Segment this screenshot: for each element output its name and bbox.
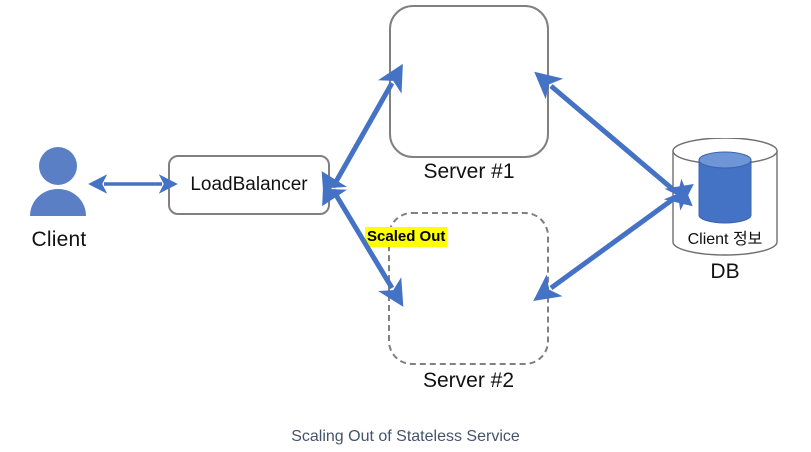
server1-label: Server #1 <box>423 160 515 183</box>
edge-loadbalancer-to-server1 <box>322 63 403 207</box>
diagram-caption: Scaling Out of Stateless Service <box>291 428 520 445</box>
server1-node[interactable] <box>389 5 549 158</box>
edge-server2-to-db <box>533 184 694 301</box>
loadbalancer-label: LoadBalancer <box>190 174 308 195</box>
scaled-out-badge: Scaled Out <box>365 227 448 247</box>
person-icon <box>28 146 88 218</box>
db-inner-label: Client 정보 <box>687 231 763 248</box>
loadbalancer-node[interactable]: LoadBalancer <box>168 155 330 215</box>
client-label: Client <box>31 228 87 251</box>
db-label: DB <box>710 260 740 283</box>
edge-server1-to-db <box>534 71 693 207</box>
database-cylinder-icon <box>668 137 782 256</box>
server2-label: Server #2 <box>422 369 515 392</box>
